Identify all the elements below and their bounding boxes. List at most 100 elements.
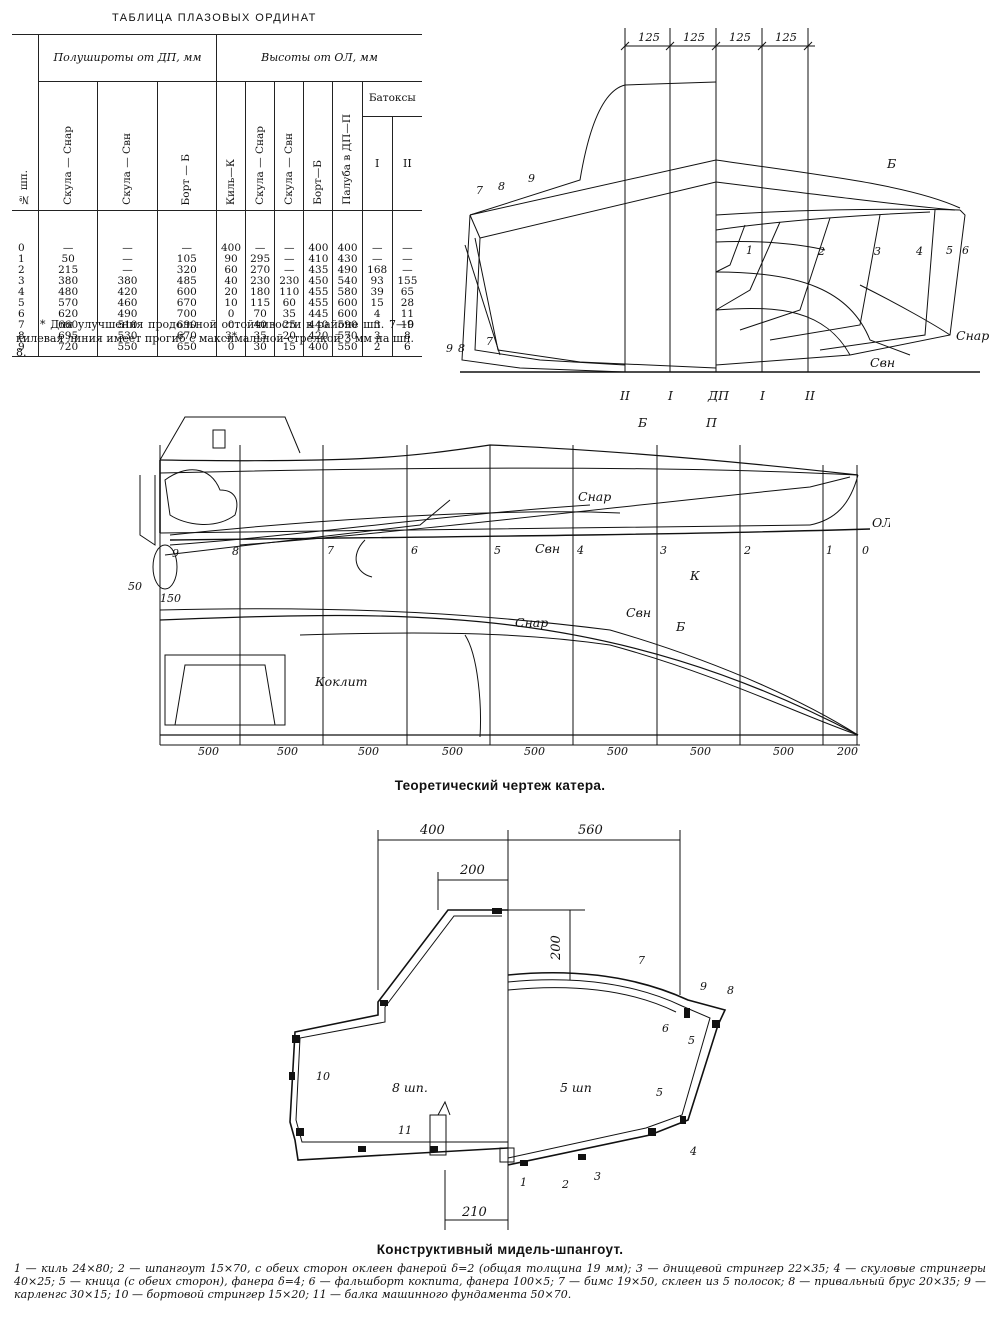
table-cell: 295 — [245, 253, 276, 266]
table-cell: 10 — [216, 298, 247, 310]
table-cell: 1 — [12, 253, 39, 266]
table-cell: 435 — [303, 265, 334, 277]
table-cell: 460 — [97, 298, 158, 310]
spacing-label: 500 — [198, 745, 219, 758]
station-7-deck — [469, 159, 717, 216]
table-cell: 60 — [274, 298, 305, 310]
part-label: 6 — [662, 1022, 669, 1035]
profile-plan-drawing: Б П Cнар Cвн К ОЛ 9 8 7 6 5 4 3 2 1 0 50… — [128, 415, 890, 758]
keel — [499, 1147, 515, 1163]
table-cell: 490 — [97, 309, 158, 321]
stem-profile — [159, 474, 859, 534]
chine-inner-label: Cвн — [870, 355, 895, 370]
table-cell: 0 — [216, 309, 247, 321]
table-cell: 65 — [400, 286, 415, 299]
table-cell: 720 — [38, 342, 99, 358]
dim-200-side: 200 — [549, 935, 564, 961]
station-4-section — [769, 214, 881, 341]
baseline-ol — [169, 528, 871, 541]
dim-125: 125 — [729, 30, 751, 44]
table-cell: 620 — [38, 309, 99, 321]
table-cell: 3* — [216, 331, 247, 343]
table-cell: 20 — [216, 287, 247, 299]
bearer-bracket — [437, 1100, 451, 1116]
rudder — [139, 475, 156, 546]
table-cell: 600 — [157, 287, 217, 299]
keel-k-label: К — [689, 568, 700, 583]
table-cell: 25 — [274, 320, 305, 332]
deck-line — [715, 181, 956, 211]
table-cell: 4 — [362, 309, 393, 321]
spacing-label: 500 — [607, 745, 628, 758]
table-cell: 590 — [332, 320, 363, 332]
table-cell: 550 — [97, 342, 158, 358]
col-header: Борт—Б — [303, 81, 334, 211]
line-b-label: Б — [886, 156, 896, 171]
table-cell: 510 — [97, 320, 158, 332]
table-cell: 455 — [303, 287, 334, 299]
spacing-label: 500 — [442, 745, 463, 758]
spacing-label: 500 — [358, 745, 379, 758]
table-cell: 35 — [274, 309, 305, 321]
part-label: 11 — [398, 1124, 412, 1137]
table-cell: 440 — [303, 320, 334, 332]
station-label: 7 — [327, 544, 334, 557]
table-cell: 90 — [216, 253, 247, 266]
table-cell: 700 — [157, 309, 217, 321]
shaft — [164, 499, 451, 556]
table-cell: 400 — [303, 342, 334, 358]
station-label: 4 — [576, 544, 584, 557]
station-1-deck — [715, 208, 961, 216]
frame-8-label: 8 шп. — [392, 1080, 428, 1095]
halfbreadths-header: Полуширoты от ДП, мм — [38, 34, 217, 82]
frame-5-outline — [507, 971, 727, 1166]
table-cell: — — [97, 253, 158, 266]
table-cell: 0 — [216, 342, 247, 358]
part-label: 9 — [700, 980, 707, 993]
part-label: 2 — [561, 1178, 569, 1191]
table-cell: 480 — [38, 287, 99, 299]
buttock-label: II — [619, 388, 631, 403]
table-cell: 670 — [157, 298, 217, 310]
table-cell: 660 — [38, 320, 99, 332]
table-cell: — — [97, 265, 158, 277]
chine-snar-label: Cнар — [578, 489, 611, 504]
table-cell: 400 — [216, 210, 247, 255]
table-cell: 28 — [400, 297, 415, 310]
table-cell: 230 — [274, 276, 305, 288]
buttock-label: II — [804, 388, 816, 403]
chine-svn-label: Cвн — [535, 541, 560, 556]
table-cell: 6 — [12, 309, 39, 321]
table-cell: 70 — [245, 309, 276, 321]
line-p-label: П — [705, 415, 718, 430]
station-7-section — [474, 237, 717, 369]
offsets-table: № шп. Полуширoты от ДП, мм Высоты от ОЛ,… — [12, 34, 422, 358]
col-header: Борт — Б — [157, 81, 217, 211]
table-cell: — — [274, 210, 305, 255]
deck-line-p — [159, 444, 859, 476]
cockpit-frame — [164, 654, 286, 726]
plan-frame — [160, 600, 860, 740]
buttock-label: I — [667, 388, 674, 403]
buttocks-header: Батоксы — [362, 81, 422, 117]
station-label: 8 — [232, 545, 239, 558]
table-cell: 3 — [362, 320, 393, 332]
table-cell: 215 — [38, 265, 99, 277]
table-cell: — — [402, 264, 413, 277]
table-cell: — — [245, 210, 276, 255]
sheer-line-b — [159, 467, 859, 476]
spacing-label: 500 — [773, 745, 794, 758]
table-cell: 450 — [303, 276, 334, 288]
plan-svn-label: Cвн — [626, 605, 651, 620]
body-plan-drawing: 125 125 125 125 II I ДП I II 7 8 9 1 2 3… — [446, 28, 989, 403]
table-cell: 115 — [245, 298, 276, 310]
deckhouse-profile — [469, 84, 626, 216]
table-cell: 15 — [274, 342, 305, 358]
table-note: * Для улучшения продольной остойчивости … — [16, 318, 414, 359]
table-cell: 168 — [362, 265, 393, 277]
